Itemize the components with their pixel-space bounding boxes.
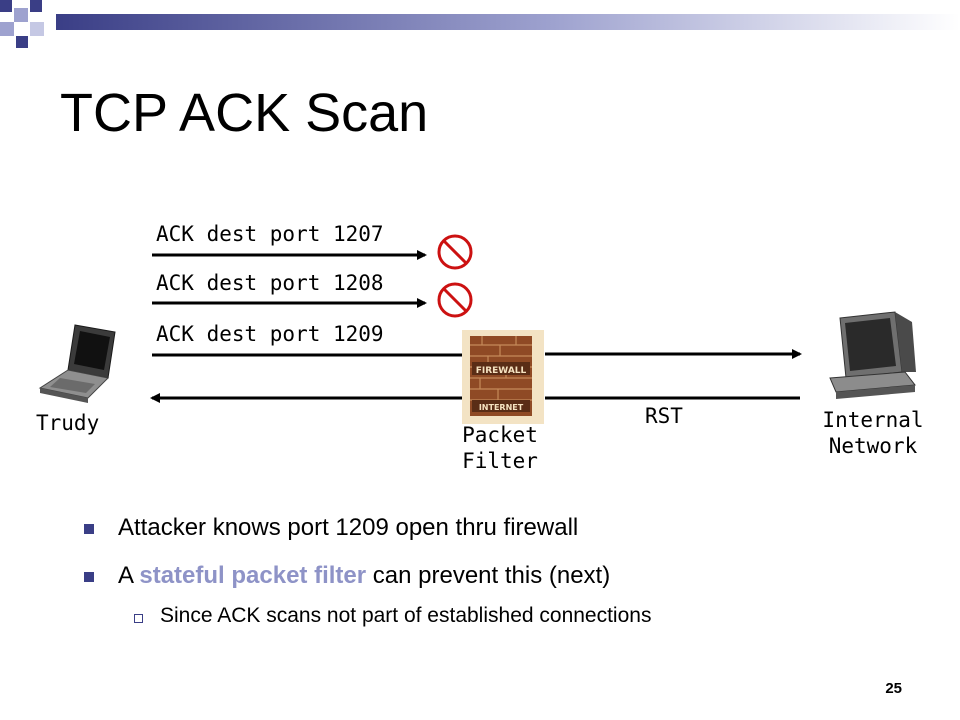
arrow-label-1208: ACK dest port 1208 — [156, 271, 384, 295]
node-label-internal-network: Internal Network — [808, 408, 938, 458]
page-number: 25 — [885, 680, 902, 697]
bullet-text-pre: A — [118, 562, 140, 589]
bullet-item: Attacker knows port 1209 open thru firew… — [118, 514, 579, 541]
node-label-packet-filter: Packet Filter — [440, 423, 560, 473]
node-label-trudy: Trudy — [36, 411, 100, 435]
slide-title: TCP ACK Scan — [60, 83, 429, 143]
reply-label-rst: RST — [645, 404, 683, 428]
node-label-internal-network-line2: Network — [828, 434, 918, 458]
node-label-internal-network-line1: Internal — [822, 408, 924, 432]
bullet-highlight: stateful packet filter — [139, 562, 367, 589]
firewall-icon: FIREWALL INTERNET — [462, 330, 544, 424]
bullet-marker — [84, 572, 94, 582]
node-label-packet-filter-line2: Filter — [462, 449, 538, 473]
blocked-icon — [437, 282, 473, 318]
arrow-label-1207: ACK dest port 1207 — [156, 222, 384, 246]
desktop-computer-icon — [829, 311, 916, 399]
sub-bullet-marker — [134, 614, 143, 623]
arrow-label-1209: ACK dest port 1209 — [156, 322, 384, 346]
firewall-sign-bottom: INTERNET — [479, 403, 524, 412]
bullet-text-post: can prevent this (next) — [366, 562, 611, 589]
bullet-marker — [84, 524, 94, 534]
blocked-icon — [437, 234, 473, 270]
bullet-item: A stateful packet filter can prevent thi… — [118, 562, 610, 590]
firewall-sign-top: FIREWALL — [476, 366, 527, 376]
laptop-icon — [38, 324, 116, 403]
node-label-packet-filter-line1: Packet — [462, 423, 538, 447]
header-decoration — [0, 0, 960, 48]
sub-bullet-item: Since ACK scans not part of established … — [160, 604, 652, 627]
